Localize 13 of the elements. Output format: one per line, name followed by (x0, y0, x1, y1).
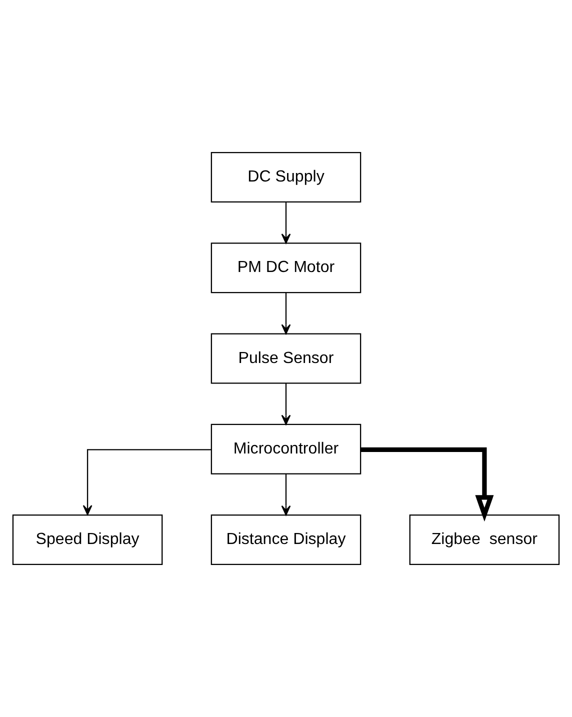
arrow (281, 292, 291, 334)
node-box: Speed Display (12, 514, 163, 565)
node-box: DC Supply (210, 152, 362, 202)
arrow (281, 474, 291, 516)
node-box: Pulse Sensor (210, 333, 362, 384)
node-box: Zigbee sensor (409, 514, 560, 565)
arrow (281, 383, 291, 425)
arrow (281, 202, 291, 244)
node-box: Microcontroller (210, 424, 362, 474)
node-box: PM DC Motor (210, 242, 362, 294)
arrow (82, 449, 211, 516)
node-box: Distance Display (210, 514, 362, 565)
arrow (361, 447, 494, 522)
